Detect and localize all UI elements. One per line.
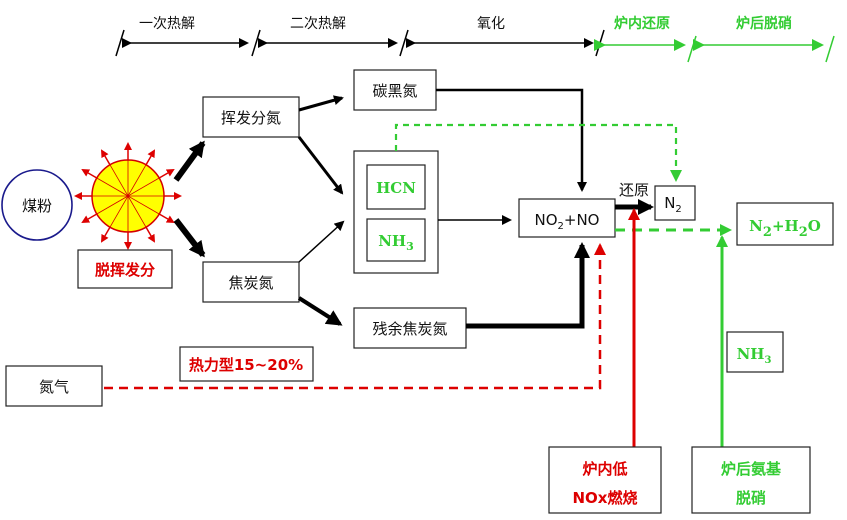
ammonia-denitration-line2: 脱硝 — [736, 489, 766, 507]
hcn-label: HCN — [376, 179, 416, 197]
arrow-to-volatile-nitrogen — [173, 140, 206, 182]
phase-in-furnace-reduction: 炉内还原 — [614, 15, 670, 32]
sun-burst-icon — [74, 142, 182, 250]
phase-post-furnace-denitration: 炉后脱硝 — [736, 15, 792, 32]
volatile-nitrogen-box: 挥发分氮 — [202, 96, 300, 138]
sun-ray-arrow — [101, 226, 111, 243]
ammonia-denitration-box: 炉后氨基 脱硝 — [691, 446, 811, 514]
sun-ray-arrow — [145, 149, 155, 166]
residual-char-nitrogen-box: 残余焦炭氮 — [353, 307, 467, 349]
nh3-inner-label: NH3 — [378, 232, 414, 253]
coal-powder-label: 煤粉 — [22, 197, 52, 215]
sun-ray-arrow — [145, 226, 155, 243]
sun-ray-arrow — [81, 168, 98, 179]
phase-primary-pyrolysis: 一次热解 — [139, 16, 195, 32]
ammonia-denitration-line1: 炉后氨基 — [721, 460, 782, 478]
nitrogen-gas-label: 氮气 — [39, 378, 69, 396]
char-nitrogen-box: 焦炭氮 — [202, 261, 300, 303]
arrow-volatile-to-soot — [298, 95, 344, 112]
nox-label: NO2+NO — [534, 211, 599, 232]
volatile-species-group: HCN NH3 — [353, 150, 439, 274]
soot-nitrogen-box: 碳黑氮 — [353, 69, 437, 111]
char-nitrogen-label: 焦炭氮 — [228, 274, 273, 292]
nh3-right-box: NH3 — [726, 331, 784, 373]
nitrogen-gas-box: 氮气 — [5, 365, 103, 407]
hcn-reduction-feedback-arrow — [394, 123, 682, 182]
n2-h2o-box: N2+H2O — [736, 202, 834, 246]
arrow-volatile-to-hcn-group — [297, 136, 344, 195]
thermal-nox-arrow — [104, 243, 606, 390]
sun-ray-arrow — [158, 169, 175, 179]
sun-ray-arrow — [101, 149, 111, 166]
devolatilization-label: 脱挥发分 — [95, 261, 155, 279]
arrow-soot-to-nox — [436, 88, 587, 192]
coal-powder-node: 煤粉 — [1, 169, 73, 241]
volatile-nitrogen-label: 挥发分氮 — [221, 109, 281, 127]
n2-h2o-label: N2+H2O — [749, 217, 821, 240]
soot-nitrogen-label: 碳黑氮 — [372, 82, 417, 100]
low-nox-line1: 炉内低 — [582, 460, 627, 478]
thermal-type-box: 热力型15~20% — [179, 346, 314, 382]
n2-box: N2 — [654, 185, 696, 221]
low-nox-combustion-box: 炉内低 NOx燃烧 — [548, 446, 662, 514]
arrow-residual-to-nox — [466, 242, 590, 329]
reduction-label: 还原 — [619, 181, 649, 199]
arrow-to-char-nitrogen — [173, 218, 206, 258]
residual-char-nitrogen-label: 残余焦炭氮 — [372, 320, 447, 338]
sun-ray-arrow — [158, 213, 175, 223]
devolatilization-box: 脱挥发分 — [77, 249, 173, 289]
thermal-type-label: 热力型15~20% — [189, 356, 303, 374]
arrow-char-to-residual — [297, 296, 343, 326]
phase-oxidation: 氧化 — [477, 16, 505, 32]
phase-header: 一次热解 二次热解 氧化 炉内还原 炉后脱硝 — [115, 15, 835, 63]
low-nox-line2: NOx燃烧 — [573, 489, 638, 507]
nh3-right-label: NH3 — [737, 345, 772, 366]
sun-inner-line — [96, 177, 160, 215]
nox-box: NO2+NO — [518, 198, 616, 238]
phase-secondary-pyrolysis: 二次热解 — [290, 16, 346, 32]
arrow-char-to-nh3-group — [298, 220, 345, 263]
n2-label: N2 — [664, 194, 682, 215]
sun-ray-arrow — [81, 213, 98, 224]
